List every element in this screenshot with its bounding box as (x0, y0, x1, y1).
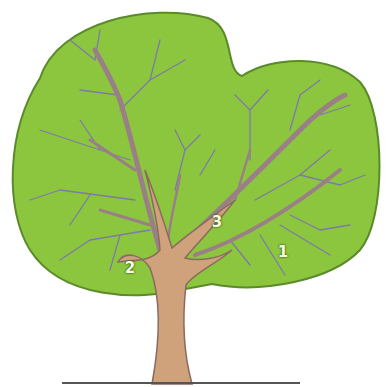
callout-number: 3 (212, 215, 222, 230)
tree-trunk (118, 170, 235, 384)
branches (90, 50, 345, 255)
ground-line (62, 382, 300, 384)
callout-number: 1 (278, 245, 288, 260)
tree-canopy (13, 13, 380, 296)
callout-number: 2 (125, 261, 135, 276)
